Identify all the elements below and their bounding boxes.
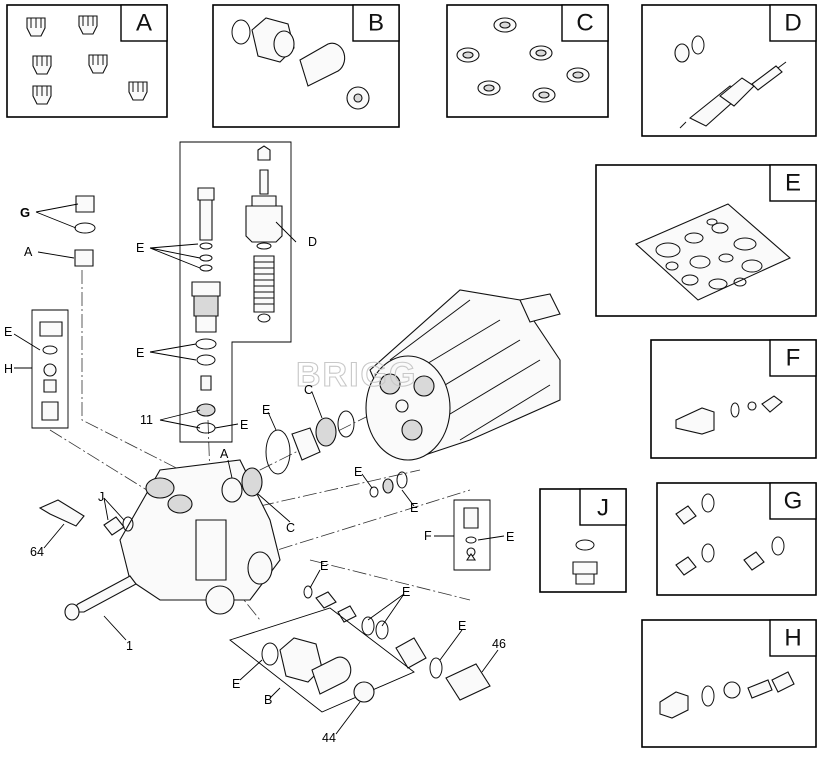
unloader-group-outline — [179, 141, 292, 443]
kit-h-label: H — [784, 625, 801, 652]
o-ring-sheet — [634, 203, 792, 301]
unloader-stack — [191, 187, 221, 434]
callout-e: E — [232, 677, 240, 691]
kit-g-box: G — [656, 482, 817, 596]
callout-11: 11 — [140, 413, 153, 427]
check-valve-body — [299, 42, 346, 87]
kit-b-label: B — [368, 10, 384, 37]
o-ring — [231, 19, 251, 45]
kit-d-box: D — [641, 4, 817, 137]
plug — [659, 691, 689, 719]
callout-e: E — [458, 619, 466, 633]
spring — [747, 679, 773, 699]
callout-e: E — [410, 501, 418, 515]
callout-c: C — [304, 383, 313, 397]
thermal-relief-outline — [31, 309, 69, 429]
callout-e: E — [354, 465, 362, 479]
callout-c: C — [286, 521, 295, 535]
callout-e: E — [136, 346, 144, 360]
bypass-fitting — [675, 407, 715, 435]
callout-e: E — [262, 403, 270, 417]
plugs — [675, 493, 785, 576]
callout-b: B — [264, 693, 272, 707]
callout-d: D — [308, 235, 317, 249]
kit-j-box: J — [539, 488, 627, 593]
bypass-outline — [453, 499, 491, 571]
kit-d-label: D — [784, 10, 801, 37]
callout-64: 64 — [30, 545, 44, 559]
callout-a: A — [220, 447, 229, 461]
plug — [572, 561, 598, 575]
callout-h: H — [4, 362, 13, 376]
water-seals — [456, 17, 590, 103]
ball — [723, 681, 741, 699]
kit-f-label: F — [786, 345, 801, 372]
kit-e-box: E — [595, 164, 817, 317]
kit-a-box: A — [6, 4, 168, 118]
callout-a: A — [24, 245, 33, 259]
kit-j-label: J — [597, 495, 609, 522]
callout-e: E — [4, 325, 12, 339]
callout-e: E — [136, 241, 144, 255]
nozzle-tips — [26, 15, 148, 105]
watermark-text: BRIGG — [296, 356, 417, 394]
kit-h-box: H — [641, 619, 817, 748]
check-valve-outline — [229, 607, 415, 713]
kit-b-box: B — [212, 4, 400, 128]
callout-e: E — [506, 530, 514, 544]
callout-e: E — [240, 418, 248, 432]
spring — [761, 395, 783, 413]
kit-a-label: A — [136, 10, 152, 37]
main-assembly: BRIGG — [4, 141, 561, 745]
kit-f-box: F — [650, 339, 817, 459]
callout-j: J — [98, 490, 104, 504]
callout-1: 1 — [126, 639, 133, 653]
pump-crankcase — [365, 289, 561, 461]
callout-46: 46 — [492, 637, 506, 651]
callout-g: G — [20, 205, 30, 220]
callout-e: E — [320, 559, 328, 573]
callout-f: F — [424, 529, 432, 543]
kit-c-label: C — [576, 10, 593, 37]
kit-e-label: E — [785, 170, 801, 197]
kit-g-label: G — [784, 488, 803, 515]
pressure-stack — [245, 145, 283, 323]
callout-44: 44 — [322, 731, 336, 745]
callout-e: E — [402, 585, 410, 599]
kit-c-box: C — [446, 4, 609, 118]
